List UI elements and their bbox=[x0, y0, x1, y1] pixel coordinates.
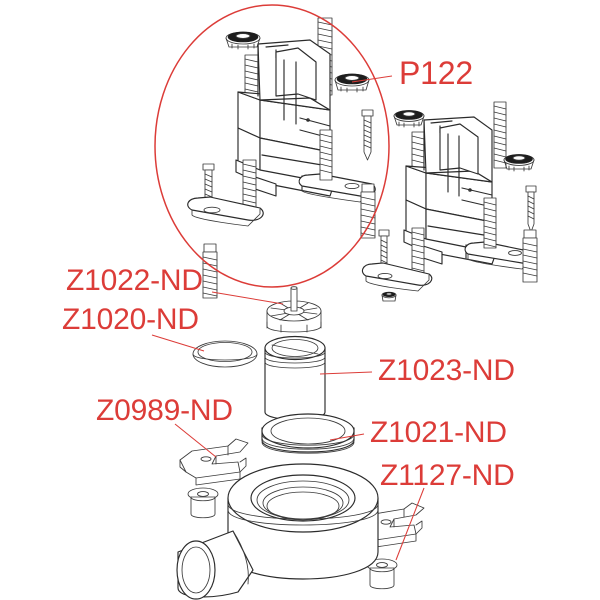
wall-screw-right-icon bbox=[361, 109, 374, 161]
mounting-grommet-left-icon bbox=[187, 487, 219, 519]
leader-line-z1023nd bbox=[319, 371, 373, 375]
leader-line-p122 bbox=[351, 75, 393, 83]
part-label-z1022nd: Z1022-ND bbox=[66, 264, 203, 297]
bracket-body-right bbox=[403, 116, 497, 265]
sealing-o-ring bbox=[192, 340, 258, 368]
drain-body-housing bbox=[176, 463, 379, 600]
leader-lines-group bbox=[151, 75, 425, 561]
leader-line-z1021nd bbox=[329, 433, 365, 441]
expansion-anchor-center-icon bbox=[360, 183, 376, 239]
small-nut-bottom-icon bbox=[381, 291, 397, 302]
part-label-z1023nd: Z1023-ND bbox=[378, 354, 515, 387]
bracket-assembly-right bbox=[361, 101, 538, 302]
expansion-anchor-lower-left-icon bbox=[202, 243, 218, 299]
leader-line-z1022nd bbox=[211, 291, 284, 305]
anchor-screw-upper-right-right-unit-icon bbox=[493, 101, 507, 169]
highlight-ellipse bbox=[154, 4, 390, 288]
bracket-assembly-left bbox=[187, 17, 376, 299]
cap-nut-top-left-right-unit-icon bbox=[393, 110, 425, 128]
strainer-grate-insert bbox=[266, 286, 322, 333]
bracket-body-left bbox=[235, 39, 335, 197]
foot-plate-left bbox=[187, 196, 264, 227]
threaded-rod-right-icon bbox=[319, 129, 333, 181]
part-label-z0989nd: Z0989-ND bbox=[96, 394, 233, 427]
cap-nut-top-left-icon bbox=[225, 31, 261, 50]
part-label-z1021nd: Z1021-ND bbox=[370, 416, 507, 449]
part-label-p122: P122 bbox=[399, 55, 473, 91]
part-label-z1020nd: Z1020-ND bbox=[62, 303, 199, 336]
mounting-grommet-right-icon bbox=[366, 558, 398, 590]
leader-line-z1127nd bbox=[395, 487, 425, 561]
expansion-anchor-right-unit-icon bbox=[522, 229, 538, 283]
threaded-rod-right-right-unit-icon bbox=[483, 197, 497, 249]
cap-nut-right-right-unit-icon bbox=[503, 154, 535, 172]
foot-plate-left-right-unit bbox=[361, 262, 433, 292]
cap-nut-right-icon bbox=[334, 73, 370, 93]
leader-line-z0989nd bbox=[174, 423, 217, 458]
wall-screw-right-right-unit-icon bbox=[525, 185, 537, 233]
part-label-z1127nd: Z1127-ND bbox=[380, 459, 515, 492]
retaining-clip-left bbox=[179, 438, 249, 486]
threaded-collar-ring bbox=[261, 413, 355, 454]
leader-line-z1020nd bbox=[151, 334, 205, 352]
threaded-rod-left-right-unit-icon bbox=[411, 227, 425, 278]
threaded-riser-cylinder bbox=[264, 335, 326, 420]
